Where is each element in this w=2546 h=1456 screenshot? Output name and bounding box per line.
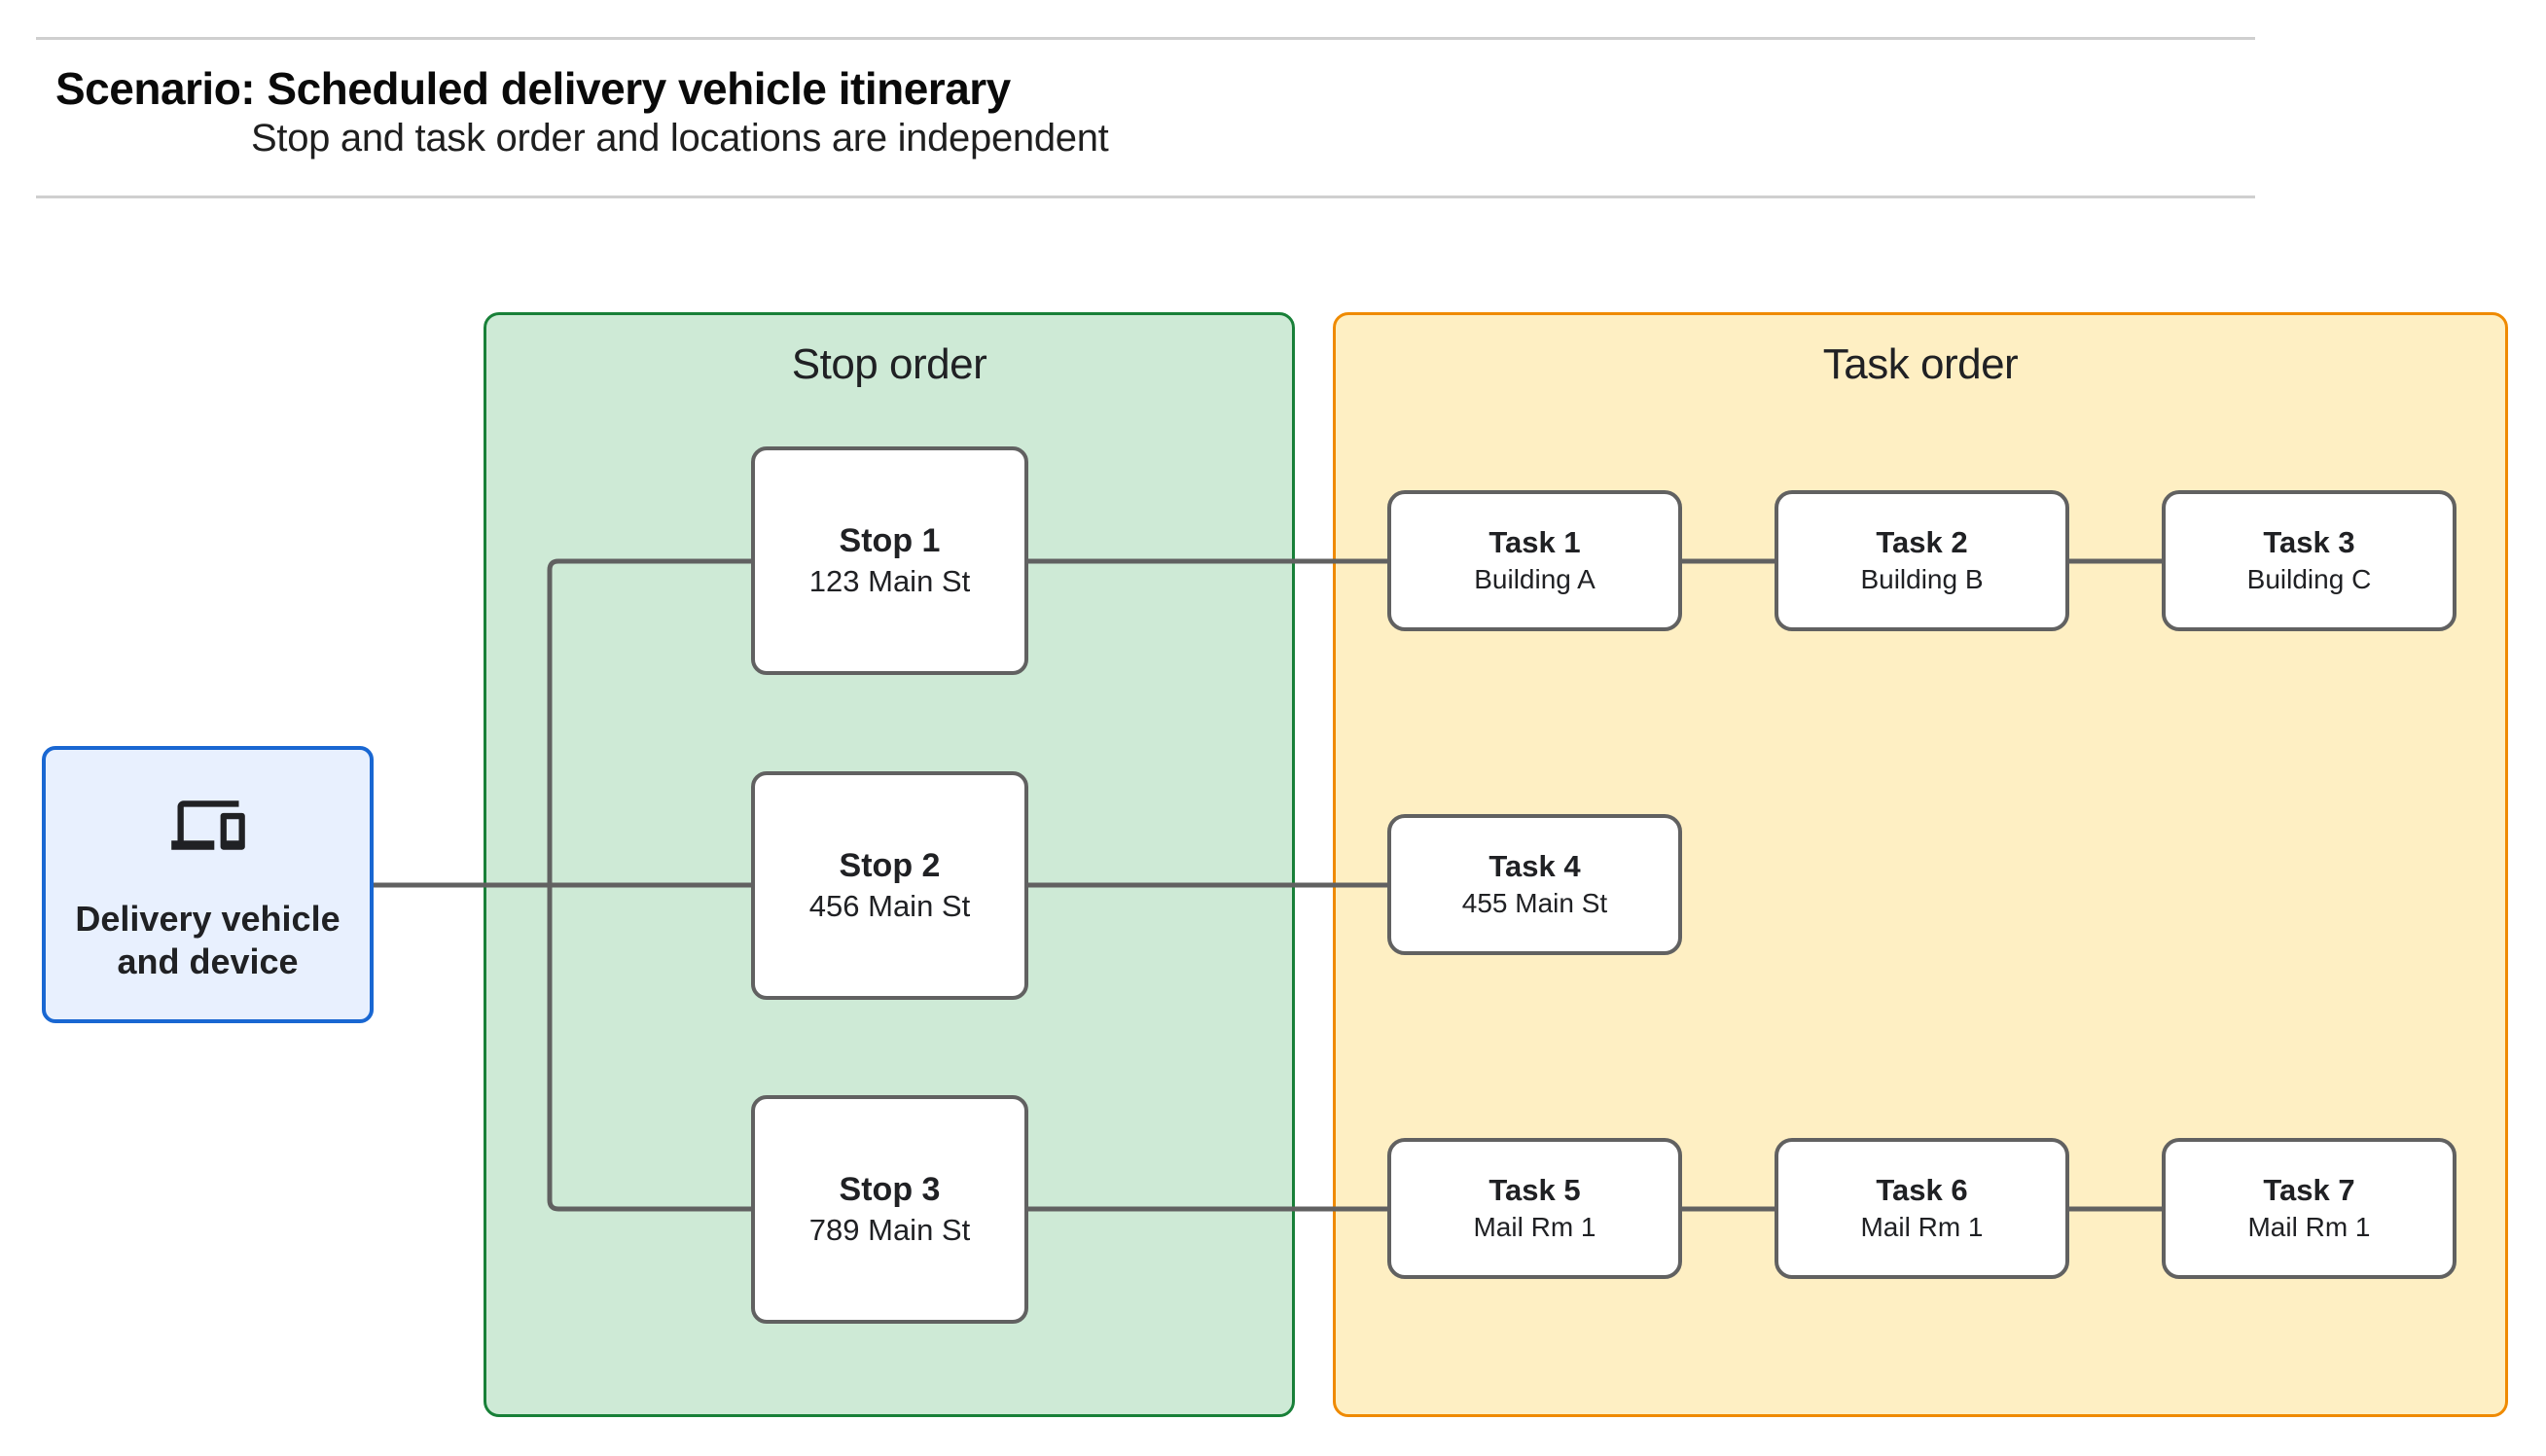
- task-3-node: Task 3 Building C: [2162, 490, 2456, 631]
- top-divider: [36, 37, 2255, 40]
- page-subtitle: Stop and task order and locations are in…: [251, 117, 1109, 160]
- stop-1-title: Stop 1: [839, 522, 941, 560]
- stop-2-node: Stop 2 456 Main St: [751, 771, 1028, 1000]
- task-5-node: Task 5 Mail Rm 1: [1387, 1138, 1682, 1279]
- delivery-vehicle-label: Delivery vehicle and device: [75, 899, 341, 982]
- task-1-node: Task 1 Building A: [1387, 490, 1682, 631]
- stop-1-node: Stop 1 123 Main St: [751, 446, 1028, 675]
- task-7-title: Task 7: [2263, 1172, 2355, 1207]
- task-1-location: Building A: [1474, 564, 1596, 595]
- header-divider: [36, 195, 2255, 198]
- stop-3-location: 789 Main St: [808, 1213, 971, 1248]
- page-title: Scenario: Scheduled delivery vehicle iti…: [55, 63, 1011, 114]
- delivery-vehicle-node: Delivery vehicle and device: [42, 746, 374, 1023]
- task-2-node: Task 2 Building B: [1775, 490, 2069, 631]
- task-4-title: Task 4: [1488, 848, 1581, 883]
- task-4-node: Task 4 455 Main St: [1387, 814, 1682, 955]
- task-6-location: Mail Rm 1: [1860, 1212, 1984, 1243]
- task-4-location: 455 Main St: [1461, 888, 1608, 919]
- stop-3-title: Stop 3: [839, 1171, 941, 1209]
- stop-1-location: 123 Main St: [808, 564, 971, 599]
- task-5-title: Task 5: [1488, 1172, 1581, 1207]
- task-6-node: Task 6 Mail Rm 1: [1775, 1138, 2069, 1279]
- stop-2-location: 456 Main St: [808, 889, 971, 924]
- task-5-location: Mail Rm 1: [1473, 1212, 1596, 1243]
- task-3-location: Building C: [2246, 564, 2372, 595]
- task-6-title: Task 6: [1876, 1172, 1968, 1207]
- stop-order-panel-title: Stop order: [791, 340, 987, 388]
- connector-stop-trunk: [547, 558, 751, 1212]
- task-3-title: Task 3: [2263, 524, 2355, 559]
- stop-3-node: Stop 3 789 Main St: [751, 1095, 1028, 1324]
- task-2-location: Building B: [1860, 564, 1984, 595]
- task-7-location: Mail Rm 1: [2247, 1212, 2371, 1243]
- task-order-panel-title: Task order: [1822, 340, 2019, 388]
- task-1-title: Task 1: [1488, 524, 1581, 559]
- devices-icon: [170, 795, 245, 861]
- stop-2-title: Stop 2: [839, 847, 941, 885]
- task-2-title: Task 2: [1876, 524, 1968, 559]
- task-7-node: Task 7 Mail Rm 1: [2162, 1138, 2456, 1279]
